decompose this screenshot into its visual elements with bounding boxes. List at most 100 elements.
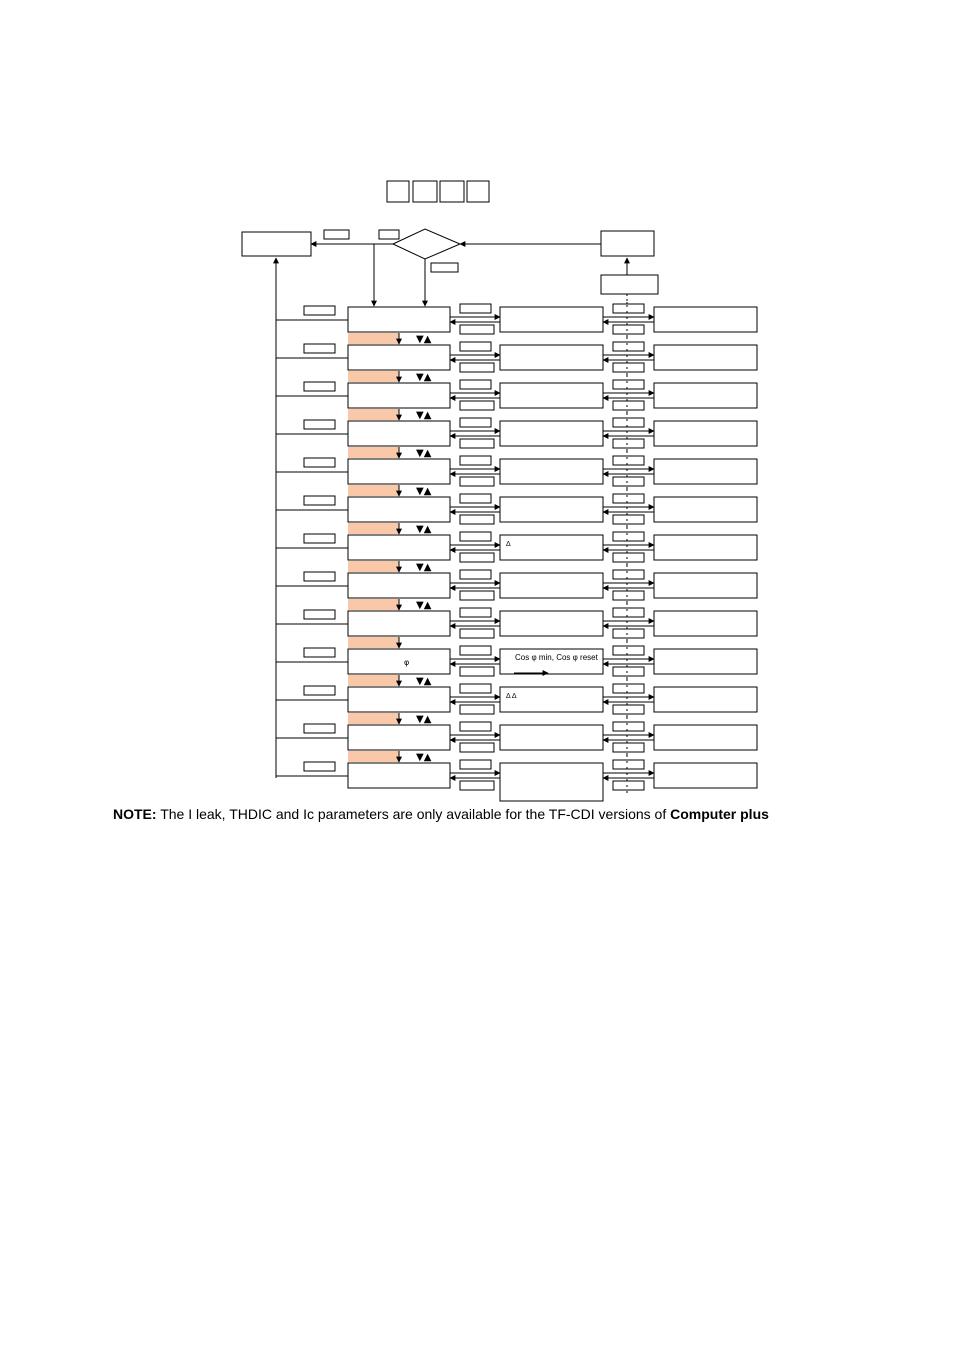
row-col1-label-bottom	[459, 666, 495, 677]
key-buttons	[386, 180, 490, 203]
row-left-label-box	[303, 571, 336, 582]
row-left-label-box	[303, 343, 336, 354]
row-col1-label-bottom	[459, 590, 495, 601]
row-updown-icon: ▼▲	[416, 410, 432, 421]
right-sub-box	[600, 274, 659, 295]
row-submenu-box	[499, 572, 604, 599]
row-submenu-box	[499, 496, 604, 523]
row-col2-label-top	[612, 531, 645, 542]
row-col2-label-bottom	[612, 590, 645, 601]
row-highlight-strip	[348, 599, 399, 610]
row-menu-box	[347, 420, 451, 447]
row-highlight-strip	[348, 523, 399, 534]
row-col2-label-bottom	[612, 324, 645, 335]
row-col2-label-top	[612, 569, 645, 580]
row-value-box	[653, 420, 758, 447]
row-highlight-strip	[348, 409, 399, 420]
row-col2-label-bottom	[612, 400, 645, 411]
row-submenu-box	[499, 762, 604, 802]
row-updown-icon: ▼▲	[416, 752, 432, 763]
note-label: NOTE:	[113, 806, 157, 822]
row-left-label-box	[303, 647, 336, 658]
row-col1-label-bottom	[459, 514, 495, 525]
row-col2-label-bottom	[612, 438, 645, 449]
row-col1-label-top	[459, 759, 492, 770]
row-col1-label-bottom	[459, 628, 495, 639]
row-col2-label-top	[612, 455, 645, 466]
row-col2-label-top	[612, 683, 645, 694]
row-col1-label-bottom	[459, 780, 495, 791]
row-col1-label-top	[459, 683, 492, 694]
row-menu-label: φ	[404, 658, 409, 667]
row-col1-label-top	[459, 341, 492, 352]
row-left-label-box	[303, 381, 336, 392]
row-highlight-strip	[348, 447, 399, 458]
row-col1-label-bottom	[459, 704, 495, 715]
row-submenu-box	[499, 344, 604, 371]
row-highlight-strip	[348, 371, 399, 382]
row-left-label-box	[303, 723, 336, 734]
row-col1-label-bottom	[459, 324, 495, 335]
row-menu-box	[347, 610, 451, 637]
row-col2-label-top	[612, 645, 645, 656]
row-highlight-strip	[348, 713, 399, 724]
row-menu-box	[347, 534, 451, 561]
row-updown-icon: ▼▲	[416, 524, 432, 535]
left-top-box	[241, 231, 312, 257]
row-col2-label-bottom	[612, 742, 645, 753]
note-text: The I leak, THDIC and Ic parameters are …	[156, 806, 671, 822]
row-value-box	[653, 648, 758, 675]
row-submenu-box	[499, 382, 604, 409]
row-col2-label-top	[612, 759, 645, 770]
row-col1-label-bottom	[459, 438, 495, 449]
row-menu-box	[347, 724, 451, 751]
row-col2-label-top	[612, 493, 645, 504]
row-col1-label-top	[459, 721, 492, 732]
row-col1-label-top	[459, 607, 492, 618]
row-col2-label-bottom	[612, 514, 645, 525]
row-submenu-box	[499, 306, 604, 333]
row-value-box	[653, 762, 758, 789]
row-value-box	[653, 344, 758, 371]
note-product: Computer plus	[670, 806, 769, 822]
row-highlight-strip	[348, 751, 399, 762]
row-col1-label-bottom	[459, 476, 495, 487]
row-col2-label-top	[612, 341, 645, 352]
row-submenu-box	[499, 534, 604, 561]
row-value-box	[653, 306, 758, 333]
row-updown-icon: ▼▲	[416, 600, 432, 611]
row-col2-label-top	[612, 721, 645, 732]
row-value-box	[653, 686, 758, 713]
small-label-box-a	[323, 229, 350, 240]
row-left-label-box	[303, 609, 336, 620]
row-value-box	[653, 382, 758, 409]
row-col2-label-bottom	[612, 780, 645, 791]
row-submenu-label: Δ Δ	[506, 693, 517, 700]
row-submenu-box	[499, 610, 604, 637]
row-submenu-box	[499, 724, 604, 751]
row-value-box	[653, 458, 758, 485]
row-col2-label-bottom	[612, 476, 645, 487]
row-col1-label-bottom	[459, 362, 495, 373]
row-menu-box	[347, 648, 451, 675]
row-value-box	[653, 610, 758, 637]
row-col1-label-top	[459, 493, 492, 504]
key-button-2	[412, 180, 438, 203]
row-highlight-strip	[348, 637, 399, 648]
key-button-3	[439, 180, 465, 203]
row-left-label-box	[303, 685, 336, 696]
row-menu-box	[347, 686, 451, 713]
row-col2-label-bottom	[612, 362, 645, 373]
row-menu-box	[347, 382, 451, 409]
row-col1-label-bottom	[459, 742, 495, 753]
row-col1-label-top	[459, 569, 492, 580]
row-col1-label-bottom	[459, 400, 495, 411]
row-col1-label-top	[459, 303, 492, 314]
row-menu-box	[347, 344, 451, 371]
row-col1-label-top	[459, 455, 492, 466]
row-col2-label-bottom	[612, 666, 645, 677]
row-col2-label-top	[612, 607, 645, 618]
row-menu-box	[347, 496, 451, 523]
row-submenu-label: Δ	[506, 541, 511, 548]
